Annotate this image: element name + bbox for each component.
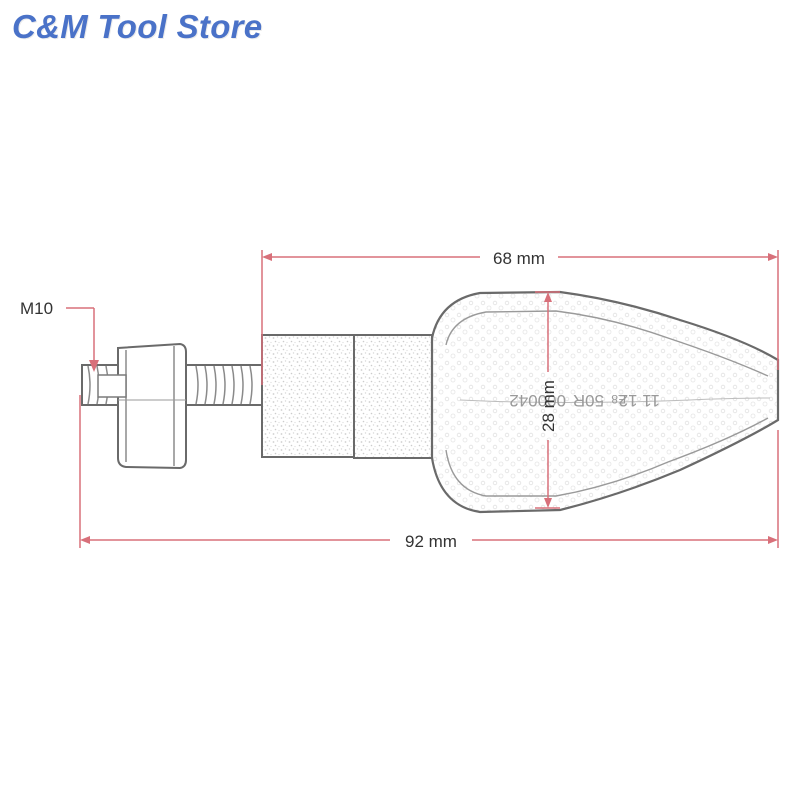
dimension-overall-length bbox=[79, 395, 779, 548]
label-92mm: 92 mm bbox=[405, 532, 457, 551]
thread-ridge bbox=[240, 365, 244, 405]
thread-ridge bbox=[213, 365, 217, 405]
lens-markings: 11 12 E8 50R 000042 bbox=[509, 391, 660, 410]
dimension-lens-height bbox=[535, 291, 560, 509]
thread-ridge bbox=[195, 365, 199, 405]
thread-ridge bbox=[87, 365, 91, 405]
thread-ridge bbox=[204, 365, 208, 405]
label-m10: M10 bbox=[20, 299, 53, 318]
thread-ridge bbox=[222, 365, 226, 405]
store-watermark: C&M Tool Store bbox=[12, 8, 263, 45]
marking-code-2: E8 bbox=[611, 392, 626, 406]
label-28mm: 28 mm bbox=[539, 380, 558, 432]
hex-nut bbox=[97, 342, 187, 470]
marking-code-1: 11 12 bbox=[619, 391, 660, 410]
thread-ridge bbox=[231, 365, 235, 405]
marking-code-3: 50R bbox=[573, 391, 604, 410]
dimension-body-length bbox=[261, 250, 779, 385]
label-68mm: 68 mm bbox=[493, 249, 545, 268]
m10-leader-arrow bbox=[66, 307, 99, 372]
thread-ridge bbox=[249, 365, 253, 405]
lens-housing: 11 12 E8 50R 000042 bbox=[430, 290, 780, 514]
stem-body bbox=[261, 334, 433, 459]
marking-code-4: 000042 bbox=[509, 391, 566, 410]
